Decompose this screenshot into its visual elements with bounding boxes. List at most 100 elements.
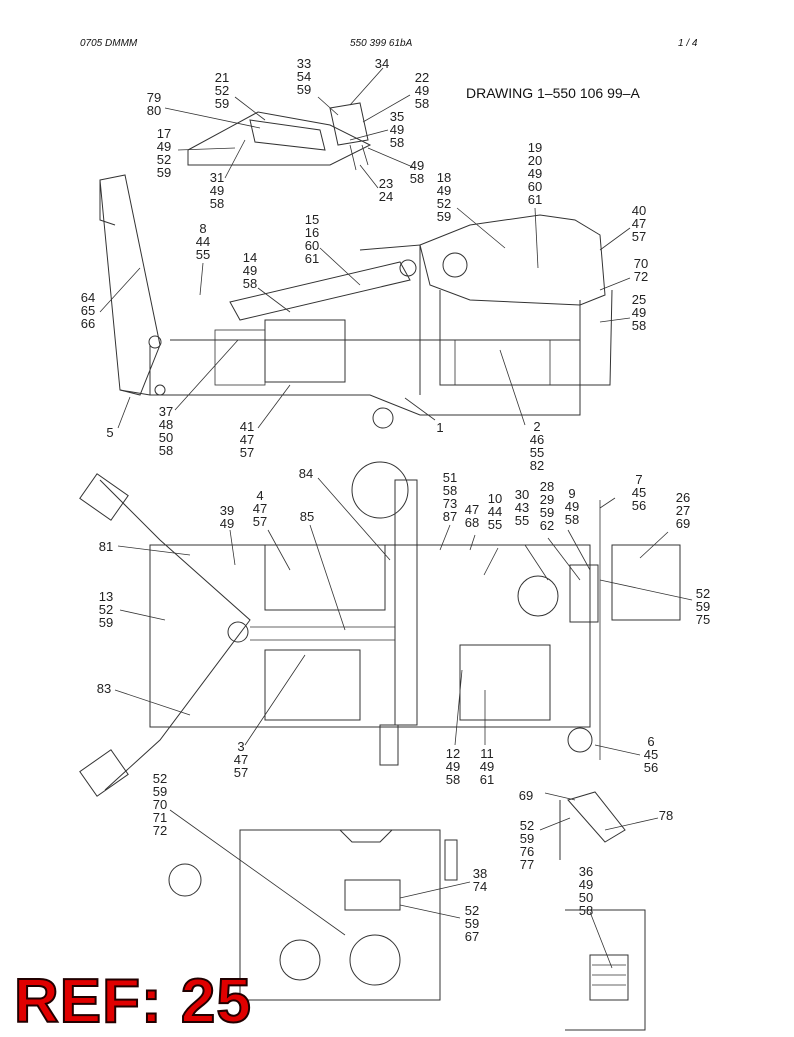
- callout-line: 78: [659, 808, 673, 823]
- callout-line: 51: [443, 470, 457, 485]
- callout-line: 23: [379, 176, 393, 191]
- callout-line: 60: [305, 238, 319, 253]
- callout-line: 54: [297, 69, 311, 84]
- callout-c21: 5: [106, 425, 113, 440]
- callout-line: 12: [446, 746, 460, 761]
- callout-line: 47: [234, 752, 248, 767]
- callout-line: 1: [436, 420, 443, 435]
- callout-line: 81: [99, 539, 113, 554]
- callout-line: 58: [632, 318, 646, 333]
- callout-line: 49: [565, 499, 579, 514]
- callout-line: 59: [437, 209, 451, 224]
- callout-line: 85: [300, 509, 314, 524]
- callout-line: 44: [488, 504, 502, 519]
- callout-line: 64: [81, 290, 95, 305]
- callout-line: 52: [157, 152, 171, 167]
- callout-line: 52: [153, 771, 167, 786]
- callout-line: 61: [305, 251, 319, 266]
- callout-c23: 1: [436, 420, 443, 435]
- callout-line: 49: [579, 877, 593, 892]
- callout-line: 10: [488, 491, 502, 506]
- callout-line: 49: [528, 166, 542, 181]
- callout-line: 22: [415, 70, 429, 85]
- callout-line: 62: [540, 518, 554, 533]
- callout-line: 20: [528, 153, 542, 168]
- callout-line: 87: [443, 509, 457, 524]
- callout-c46: 69: [519, 788, 533, 803]
- callout-line: 59: [215, 96, 229, 111]
- callout-line: 69: [519, 788, 533, 803]
- callout-line: 58: [210, 196, 224, 211]
- detail-inset-bracket: [559, 791, 626, 860]
- callout-line: 5: [106, 425, 113, 440]
- drawing-number: DRAWING 1–550 106 99–A: [466, 85, 640, 101]
- callout-line: 56: [644, 760, 658, 775]
- callout-line: 74: [473, 879, 487, 894]
- callout-line: 58: [446, 772, 460, 787]
- callout-line: 71: [153, 810, 167, 825]
- callout-line: 49: [480, 759, 494, 774]
- callout-line: 59: [520, 831, 534, 846]
- callout-line: 27: [676, 503, 690, 518]
- callout-line: 39: [220, 503, 234, 518]
- callout-line: 18: [437, 170, 451, 185]
- callout-line: 49: [157, 139, 171, 154]
- callout-line: 58: [410, 171, 424, 186]
- callout-c40: 83: [97, 681, 111, 696]
- callout-line: 59: [99, 615, 113, 630]
- header-part-number: 550 399 61bA: [350, 38, 413, 49]
- callout-line: 52: [465, 903, 479, 918]
- callout-line: 52: [215, 83, 229, 98]
- callout-line: 52: [696, 586, 710, 601]
- callout-line: 58: [565, 512, 579, 527]
- plan-view: [79, 461, 681, 797]
- callout-line: 49: [410, 158, 424, 173]
- callout-line: 49: [243, 263, 257, 278]
- callout-line: 21: [215, 70, 229, 85]
- callout-line: 57: [253, 514, 267, 529]
- callout-line: 43: [515, 500, 529, 515]
- callout-line: 2: [533, 419, 540, 434]
- callout-line: 59: [157, 165, 171, 180]
- callout-line: 47: [632, 216, 646, 231]
- callout-line: 49: [220, 516, 234, 531]
- callout-line: 67: [465, 929, 479, 944]
- callout-line: 58: [390, 135, 404, 150]
- callout-line: 44: [196, 234, 210, 249]
- callout-line: 37: [159, 404, 173, 419]
- callout-line: 79: [147, 90, 161, 105]
- callout-line: 77: [520, 857, 534, 872]
- callout-line: 58: [443, 483, 457, 498]
- callout-line: 59: [297, 82, 311, 97]
- callout-line: 55: [196, 247, 210, 262]
- callout-line: 25: [632, 292, 646, 307]
- callout-line: 49: [210, 183, 224, 198]
- callout-line: 57: [240, 445, 254, 460]
- callout-line: 72: [153, 823, 167, 838]
- callout-line: 30: [515, 487, 529, 502]
- callout-line: 7: [635, 472, 642, 487]
- callout-line: 55: [515, 513, 529, 528]
- ref-label: REF: 25: [13, 966, 252, 1037]
- callout-line: 58: [415, 96, 429, 111]
